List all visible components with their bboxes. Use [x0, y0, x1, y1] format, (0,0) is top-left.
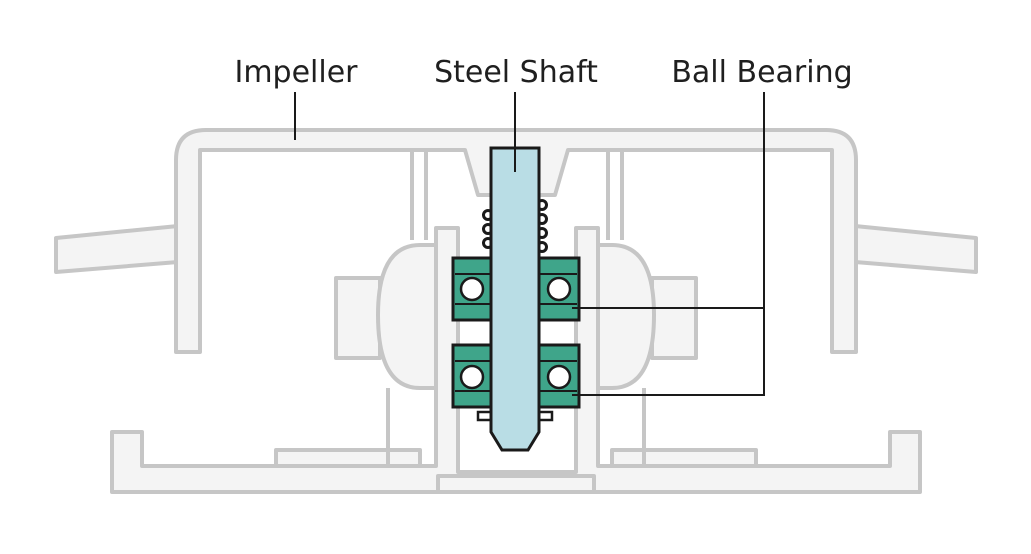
rotor-magnets [334, 243, 698, 390]
fan-base-frame [110, 226, 922, 494]
steel-shaft-icon [489, 146, 541, 452]
ball-bearing-leader-line [572, 92, 765, 396]
impeller-label: Impeller [234, 55, 358, 90]
ball-bearing-label: Ball Bearing [671, 55, 852, 90]
steel-shaft-label: Steel Shaft [434, 55, 598, 90]
